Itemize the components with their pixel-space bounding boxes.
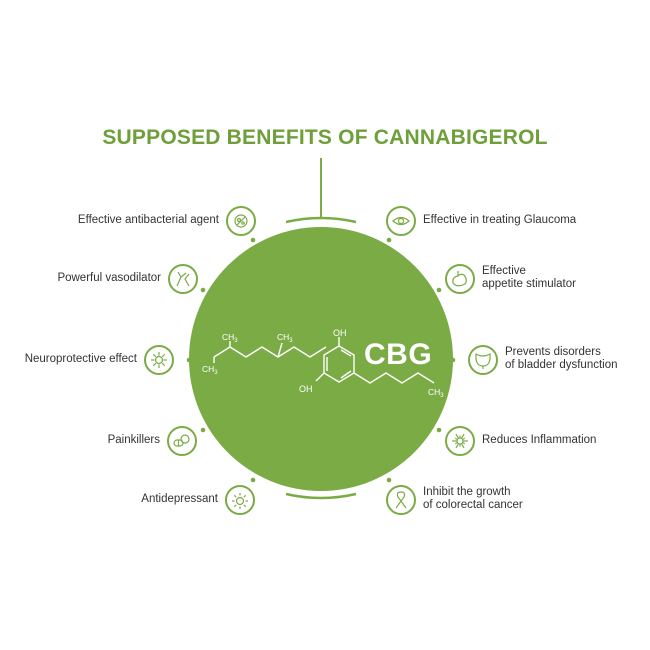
left-connector-dot	[200, 427, 206, 433]
benefit-text-line: appetite stimulator	[482, 278, 576, 290]
benefit-text-line: Reduces Inflammation	[482, 433, 597, 446]
bacteria-icon	[226, 206, 256, 236]
neuron-icon	[144, 345, 174, 375]
eye-icon	[386, 206, 416, 236]
icon-ring	[468, 345, 498, 375]
right-connector-dot	[386, 477, 392, 483]
benefit-text-line: Painkillers	[107, 433, 160, 446]
blood-vessel-icon	[168, 264, 198, 294]
benefit-text-line: Prevents disorders	[505, 346, 601, 358]
benefit-text-line: of bladder dysfunction	[505, 359, 618, 371]
icon-ring	[386, 206, 416, 236]
pills-icon	[167, 426, 197, 456]
molecule-oh-top: OH	[333, 328, 347, 338]
right-benefit-label-1: Effective in treating Glaucoma	[423, 214, 576, 227]
bottom-arc-bracket	[285, 492, 357, 500]
right-connector-dot	[386, 237, 392, 243]
inflammation-icon	[445, 426, 475, 456]
benefit-text-line: Neuroprotective effect	[24, 352, 137, 365]
icon-ring	[225, 485, 255, 515]
cbg-center-label: CBG	[364, 338, 433, 371]
molecule-ch3-b: CH3	[202, 364, 218, 376]
icon-ring	[445, 264, 475, 294]
stomach-icon	[445, 264, 475, 294]
cbg-molecule-structure	[213, 337, 435, 384]
molecule-ch3-a: CH3	[222, 332, 238, 344]
right-connector-dot	[450, 357, 456, 363]
left-benefit-label-4: Painkillers	[108, 434, 160, 447]
right-benefit-label-4: Reduces Inflammation	[482, 434, 596, 447]
cbg-main-circle	[189, 227, 453, 491]
molecule-oh-bottom: OH	[299, 384, 313, 394]
molecule-ch3-c: CH3	[277, 332, 293, 344]
benefit-text-line: Effective antibacterial agent	[77, 213, 219, 226]
page-title: SUPPOSED BENEFITS OF CANNABIGEROL	[102, 126, 548, 149]
left-benefit-label-1: Effective antibacterial agent	[78, 214, 219, 227]
icon-ring	[445, 426, 475, 456]
left-connector-dot	[250, 477, 256, 483]
benefit-text-line: of colorectal cancer	[423, 499, 523, 511]
benefit-text-line: Effective in treating Glaucoma	[423, 213, 577, 226]
top-arc-bracket	[285, 216, 357, 224]
benefit-text-line: Effective	[482, 265, 526, 277]
right-connector-dot	[436, 287, 442, 293]
right-connector-dot	[436, 427, 442, 433]
benefit-text-line: Antidepressant	[141, 492, 218, 505]
bladder-icon	[468, 345, 498, 375]
left-benefit-label-2: Powerful vasodilator	[57, 272, 161, 285]
benefit-text-line: Inhibit the growth	[423, 486, 511, 498]
sun-icon	[225, 485, 255, 515]
molecule-ch3-d: CH3	[428, 387, 444, 399]
icon-ring	[386, 485, 416, 515]
icon-ring	[144, 345, 174, 375]
left-connector-dot	[200, 287, 206, 293]
cancer-ribbon-icon	[386, 485, 416, 515]
icon-ring	[168, 264, 198, 294]
left-connector-dot	[250, 237, 256, 243]
left-connector-dot	[186, 357, 192, 363]
left-benefit-label-3: Neuroprotective effect	[25, 353, 137, 366]
left-benefit-label-5: Antidepressant	[141, 493, 218, 506]
benefit-text-line: Powerful vasodilator	[57, 271, 161, 284]
